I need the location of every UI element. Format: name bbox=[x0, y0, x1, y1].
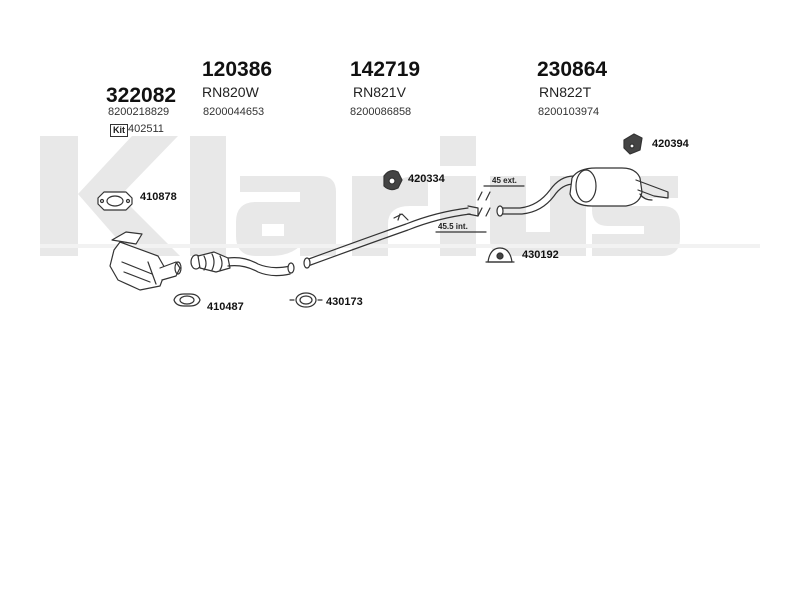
oe-number-120386: 8200044653 bbox=[203, 106, 265, 118]
middle-pipe-icon[interactable] bbox=[303, 205, 479, 269]
ref-number-230864: RN822T bbox=[539, 84, 592, 100]
mount-430192-icon[interactable] bbox=[485, 247, 515, 263]
part-code-410487[interactable]: 410487 bbox=[207, 301, 244, 313]
kit-badge: Kit bbox=[110, 124, 128, 137]
ref-number-142719: RN821V bbox=[353, 84, 406, 100]
kit-code[interactable]: 402511 bbox=[128, 123, 164, 135]
part-code-230864[interactable]: 230864 bbox=[537, 58, 608, 81]
dimension-int-label: 45.5 int. bbox=[438, 222, 468, 231]
gasket-410878-icon[interactable] bbox=[97, 191, 133, 211]
dimension-ext-label: 45 ext. bbox=[492, 176, 517, 185]
part-code-120386[interactable]: 120386 bbox=[202, 58, 273, 81]
part-code-430192[interactable]: 430192 bbox=[522, 249, 559, 261]
dimension-lines bbox=[435, 185, 525, 233]
oe-number-230864: 8200103974 bbox=[538, 106, 600, 118]
gasket-410487-icon[interactable] bbox=[173, 293, 201, 307]
hanger-420334-icon[interactable] bbox=[383, 170, 403, 191]
rear-silencer-icon[interactable] bbox=[496, 167, 669, 217]
bracket-420394-icon[interactable] bbox=[623, 133, 643, 155]
part-code-420394[interactable]: 420394 bbox=[652, 138, 689, 150]
part-code-430173[interactable]: 430173 bbox=[326, 296, 363, 308]
oe-number-142719: 8200086858 bbox=[350, 106, 412, 118]
part-code-410878[interactable]: 410878 bbox=[140, 191, 177, 203]
clamp-430173-icon[interactable] bbox=[289, 292, 323, 308]
part-code-420334[interactable]: 420334 bbox=[408, 173, 445, 185]
oe-number-322082: 8200218829 bbox=[108, 106, 170, 118]
part-code-142719[interactable]: 142719 bbox=[350, 58, 421, 81]
front-pipe-icon[interactable] bbox=[190, 251, 295, 277]
ref-number-120386: RN820W bbox=[202, 84, 259, 100]
part-code-322082[interactable]: 322082 bbox=[106, 84, 177, 107]
catalytic-converter-icon[interactable] bbox=[109, 231, 182, 291]
